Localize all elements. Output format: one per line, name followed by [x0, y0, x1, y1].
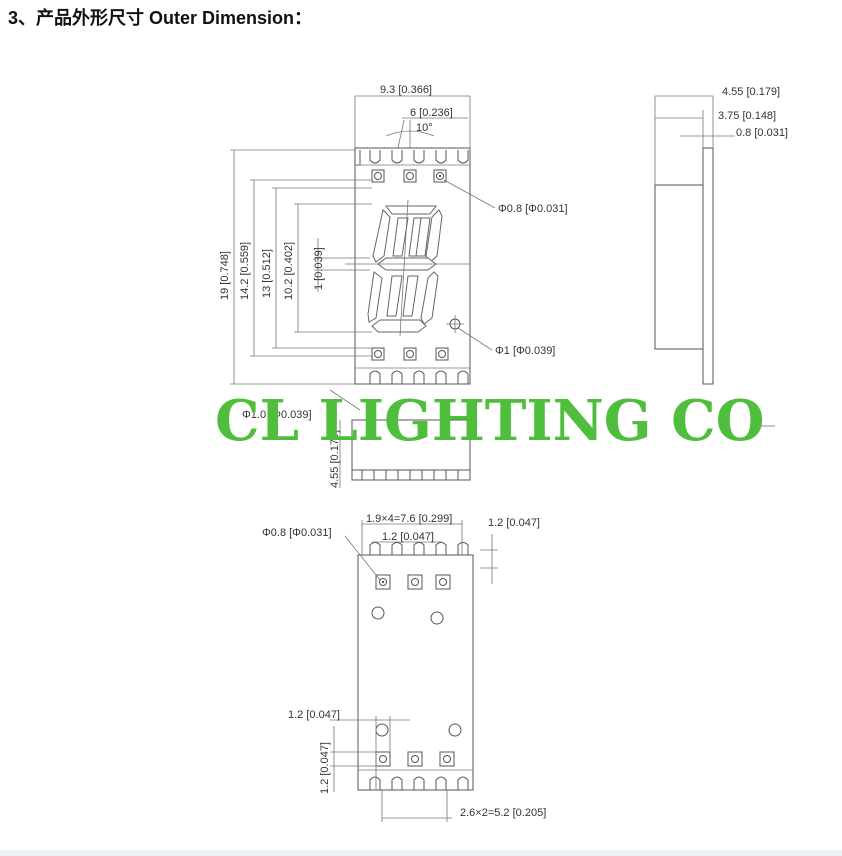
dim-left-pad-vertical: 1.2 [0.047]: [319, 742, 331, 794]
dim-height-pins: 13 [0.512]: [261, 249, 273, 298]
bottom-hole: [375, 723, 389, 737]
digit-segments: [367, 205, 443, 333]
dim-height-digit: 10.2 [0.402]: [283, 242, 295, 300]
dim-width: 9.3 [0.366]: [380, 84, 432, 96]
bottom-pad: [439, 751, 455, 767]
dim-left-pad: 1.2 [0.047]: [288, 709, 340, 721]
front-hole: [406, 350, 414, 358]
bottom-terminals: [355, 367, 470, 384]
side-pin: [702, 147, 714, 385]
front-pad: [403, 169, 417, 183]
bottom-edge: [0, 850, 842, 856]
dim-height-total: 19 [0.748]: [219, 251, 231, 300]
front-hole: [374, 172, 382, 180]
dim-pin-spacing: 6 [0.236]: [410, 107, 453, 119]
dim-slant: 10°: [416, 122, 433, 134]
bottom-pad: [407, 574, 423, 590]
obscured-view: Φ1.0 [Φ0.039] 4.55 [0.179]: [242, 389, 775, 488]
dim-pad-width: 1.2 [0.047]: [382, 531, 434, 543]
bottom-pad: [375, 751, 391, 767]
bottom-pad: [375, 574, 391, 590]
dim-dp-height: 1 [0.039]: [313, 247, 325, 290]
front-view: 9.3 [0.366] 6 [0.236] 10° Φ0.8 [Φ0.031] …: [219, 84, 568, 385]
front-hole: [438, 350, 446, 358]
bottom-hole: [448, 723, 462, 737]
section-heading: 3、产品外形尺寸 Outer Dimension：: [8, 8, 313, 28]
bottom-view: 1.9×4=7.6 [0.299] 1.2 [0.047] 1.2 [0.047…: [262, 513, 546, 822]
dim-thickness-total: 4.55 [0.179]: [722, 86, 780, 98]
dim-obscured-hole: Φ1.0 [Φ0.039]: [242, 409, 312, 421]
bottom-hole: [430, 611, 444, 625]
dim-pad-offset: 1.2 [0.047]: [488, 517, 540, 529]
front-body-outline: [354, 147, 471, 385]
dim-bottom-hole: Φ0.8 [Φ0.031]: [262, 527, 332, 539]
dim-hole-large: Φ1 [Φ0.039]: [495, 345, 555, 357]
side-view: 4.55 [0.179] 3.75 [0.148] 0.8 [0.031]: [654, 86, 788, 385]
side-body: [654, 184, 704, 350]
front-pad: [371, 347, 385, 361]
side-strip-outline: [351, 419, 471, 481]
dim-pin-pitch-total: 1.9×4=7.6 [0.299]: [366, 513, 452, 525]
dim-pin-thickness: 0.8 [0.031]: [736, 127, 788, 139]
dim-hole-small: Φ0.8 [Φ0.031]: [498, 203, 568, 215]
front-pad: [371, 169, 385, 183]
dim-obscured-height: 4.55 [0.179]: [329, 430, 341, 488]
watermark-text: CL LIGHTING CO: [215, 388, 764, 454]
bottom-hole: [371, 606, 385, 620]
front-pad: [403, 347, 417, 361]
bottom-pad: [435, 574, 451, 590]
front-hole: [436, 172, 444, 180]
dim-bottom-spacing: 2.6×2=5.2 [0.205]: [460, 807, 546, 819]
front-hole: [406, 172, 414, 180]
dim-thickness-body: 3.75 [0.148]: [718, 110, 776, 122]
dim-height-body: 14.2 [0.559]: [239, 242, 251, 300]
front-pad: [435, 347, 449, 361]
top-terminals: [355, 150, 470, 166]
pin1-mark: [438, 174, 442, 178]
bottom-pad: [407, 751, 423, 767]
front-pad: [433, 169, 447, 183]
bottom-body-outline: [357, 554, 474, 791]
front-hole: [374, 350, 382, 358]
